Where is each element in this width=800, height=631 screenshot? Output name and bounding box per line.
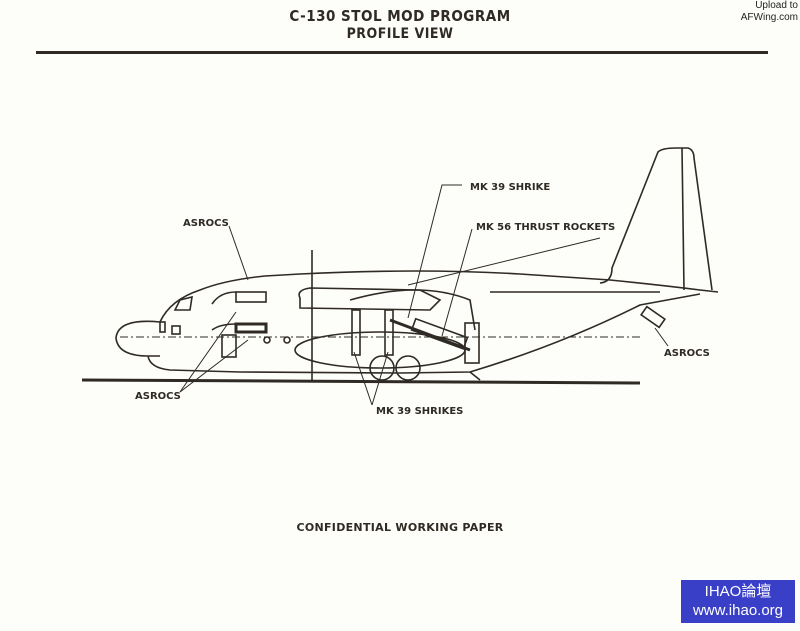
document-title: C-130 STOL MOD PROGRAM bbox=[289, 7, 511, 25]
shrike-launchers bbox=[351, 309, 481, 381]
leader-mk39-shrike bbox=[407, 184, 462, 319]
document-subtitle: PROFILE VIEW bbox=[346, 26, 454, 42]
tail-asrocs-launcher bbox=[640, 305, 666, 329]
asrocs-launcher bbox=[235, 291, 267, 303]
side-window bbox=[159, 321, 166, 333]
badge-line1: IHAO論壇 bbox=[704, 583, 772, 600]
label-mk39-shrikes: MK 39 SHRIKES bbox=[376, 406, 463, 417]
header-rule bbox=[36, 51, 768, 54]
vertical-stabilizer bbox=[599, 147, 713, 291]
upload-watermark-line2: AFWing.com bbox=[740, 12, 798, 23]
asrocs-launchers-fwd bbox=[211, 291, 268, 358]
label-mk39-shrike: MK 39 SHRIKE bbox=[470, 182, 550, 193]
porthole bbox=[263, 336, 271, 344]
leader-asrocs-lower-2 bbox=[179, 339, 249, 393]
fuselage-bottom bbox=[147, 293, 701, 374]
label-mk56-thrust-rockets: MK 56 THRUST ROCKETS bbox=[476, 222, 615, 233]
leader-asrocs-tail bbox=[654, 327, 669, 347]
label-asrocs-upper: ASROCS bbox=[183, 218, 229, 229]
side-window bbox=[171, 325, 181, 335]
rear-skid bbox=[469, 371, 481, 381]
porthole bbox=[283, 336, 291, 344]
antenna-wire bbox=[407, 237, 601, 286]
classification-footer: CONFIDENTIAL WORKING PAPER bbox=[296, 521, 504, 534]
tail-section bbox=[407, 147, 713, 329]
label-asrocs-lower: ASROCS bbox=[135, 391, 181, 402]
leader-mk39-shrikes-2 bbox=[371, 351, 389, 406]
landing-gear-wheel bbox=[395, 355, 421, 381]
thrust-rocket-tube bbox=[389, 318, 471, 352]
label-asrocs-tail: ASROCS bbox=[664, 348, 710, 359]
callout-leaders bbox=[179, 184, 669, 406]
leader-asrocs-lower-1 bbox=[179, 311, 237, 393]
leader-asrocs-upper bbox=[228, 225, 249, 281]
launcher-fairing bbox=[211, 291, 237, 305]
leader-mk39-shrikes-1 bbox=[353, 351, 373, 406]
badge-line2: www.ihao.org bbox=[692, 602, 784, 619]
shrike-pylon bbox=[351, 309, 361, 356]
launcher-mount bbox=[221, 334, 237, 358]
upload-watermark-line1: Upload to bbox=[755, 0, 798, 11]
fuselage bbox=[115, 270, 719, 374]
radome bbox=[115, 320, 161, 357]
leader-mk56 bbox=[441, 228, 473, 337]
engine-nacelle-upper bbox=[298, 287, 442, 311]
forum-badge[interactable]: IHAO論壇 www.ihao.org bbox=[681, 580, 795, 623]
launcher-fairing bbox=[211, 323, 237, 331]
asrocs-launcher bbox=[234, 322, 268, 334]
fuselage-top bbox=[159, 270, 719, 323]
wing-root bbox=[349, 289, 476, 331]
rocket-mount bbox=[464, 322, 480, 364]
shrike-pylon bbox=[384, 309, 394, 356]
rudder-hinge bbox=[681, 147, 685, 291]
cockpit-window bbox=[173, 295, 193, 311]
landing-gear-wheel bbox=[369, 355, 395, 381]
upload-watermark: Upload to AFWing.com bbox=[741, 0, 798, 24]
ground-line bbox=[81, 378, 641, 385]
